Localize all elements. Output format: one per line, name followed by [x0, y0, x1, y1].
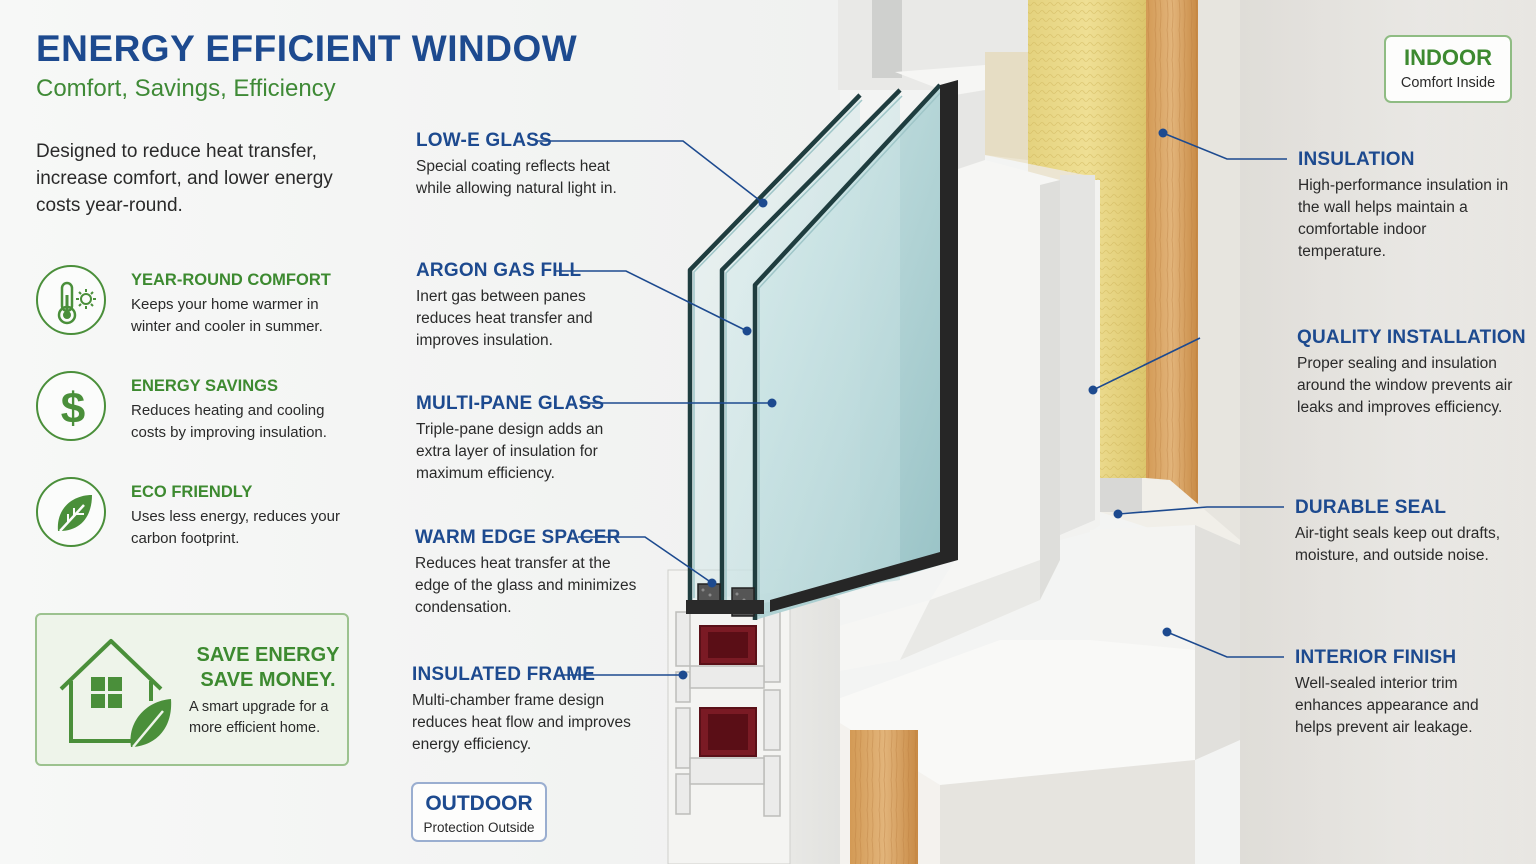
indoor-badge: INDOOR Comfort Inside [1384, 35, 1512, 103]
callout-durable-seal: DURABLE SEAL Air-tight seals keep out dr… [1295, 497, 1501, 564]
callout-multi-pane-glass: MULTI-PANE GLASS Triple-pane design adds… [416, 393, 605, 482]
feature-title: ECO FRIENDLY [131, 483, 253, 501]
save-box-title: SAVE ENERGY SAVE MONEY. [196, 644, 340, 691]
page-title: ENERGY EFFICIENT WINDOW [36, 28, 578, 69]
feature-desc: Uses less energy, reduces your carbon fo… [131, 508, 340, 547]
svg-text:$: $ [61, 384, 85, 433]
callout-low-e-glass: LOW-E GLASS Special coating reflects hea… [416, 130, 617, 197]
save-energy-box: SAVE ENERGY SAVE MONEY. A smart upgrade … [35, 613, 349, 766]
feature-eco-friendly: ECO FRIENDLY Uses less energy, reduces y… [36, 477, 356, 557]
intro-text: Designed to reduce heat transfer, increa… [36, 141, 333, 216]
feature-desc: Reduces heating and cooling costs by imp… [131, 402, 327, 441]
callout-interior-finish: INTERIOR FINISH Well-sealed interior tri… [1295, 647, 1479, 736]
thermometer-sun-icon [36, 265, 106, 335]
callout-argon-gas-fill: ARGON GAS FILL Inert gas between panes r… [416, 260, 593, 349]
feature-title: YEAR-ROUND COMFORT [131, 271, 331, 289]
dollar-icon: $ [36, 371, 106, 441]
leaf-icon [36, 477, 106, 547]
feature-title: ENERGY SAVINGS [131, 377, 279, 395]
feature-energy-savings: $ ENERGY SAVINGS Reduces heating and coo… [36, 371, 356, 451]
callout-insulated-frame: INSULATED FRAME Multi-chamber frame desi… [412, 664, 631, 753]
house-leaf-icon [59, 639, 172, 748]
feature-year-round-comfort: YEAR-ROUND COMFORT Keeps your home warme… [36, 265, 356, 345]
callout-quality-installation: QUALITY INSTALLATION Proper sealing and … [1297, 327, 1526, 416]
outdoor-badge: OUTDOOR Protection Outside [411, 782, 547, 842]
save-box-desc: A smart upgrade for a more efficient hom… [189, 699, 329, 736]
feature-desc: Keeps your home warmer in winter and coo… [131, 296, 323, 335]
page-subtitle: Comfort, Savings, Efficiency [36, 75, 336, 102]
callout-insulation: INSULATION High-performance insulation i… [1298, 149, 1509, 260]
callout-warm-edge-spacer: WARM EDGE SPACER Reduces heat transfer a… [415, 527, 637, 616]
